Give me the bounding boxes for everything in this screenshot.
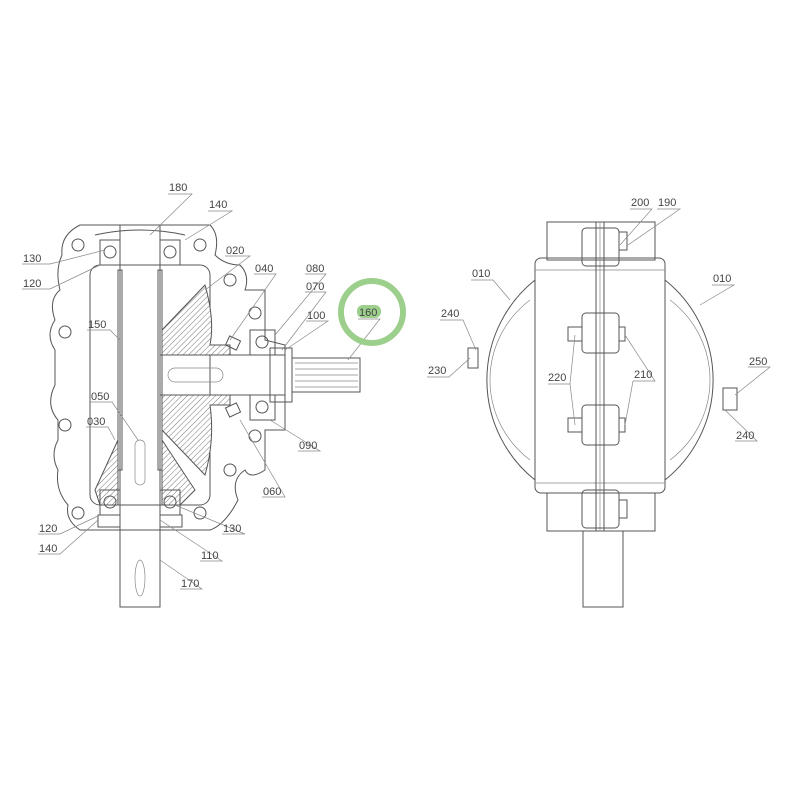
label-100: 100 [307,310,325,322]
label-240-right: 240 [736,430,754,442]
label-220: 220 [548,372,566,384]
label-180: 180 [169,182,187,194]
leader-lines-left [22,193,381,590]
labels-right: 200 190 010 010 240 230 220 210 250 240 [428,197,767,442]
label-200: 200 [631,197,649,209]
label-020: 020 [226,245,244,257]
label-190: 190 [658,197,676,209]
label-130: 130 [23,253,41,265]
side-view [467,221,738,608]
label-250: 250 [749,356,767,368]
label-040: 040 [255,263,273,275]
label-140: 140 [209,199,227,211]
label-160-highlighted[interactable]: 160 [359,307,377,319]
label-060: 060 [263,486,281,498]
label-030: 030 [87,416,105,428]
spline-shaft [291,357,361,393]
label-010-right: 010 [713,273,731,285]
label-240-left: 240 [441,308,459,320]
label-130-bottom: 130 [223,523,241,535]
label-170: 170 [181,578,199,590]
label-070: 070 [306,281,324,293]
clamp-blocks [467,227,738,529]
label-150: 150 [88,319,106,331]
label-230: 230 [428,365,446,377]
label-210: 210 [634,369,652,381]
label-120-bottom: 120 [39,523,57,535]
label-050: 050 [91,391,109,403]
highlight-badge [357,305,381,318]
section-view [49,224,361,608]
label-120: 120 [23,278,41,290]
label-140-bottom: 140 [39,543,57,555]
labels-left: 180 140 130 120 020 040 080 070 100 160 … [23,182,406,590]
highlight-circle [338,278,406,346]
label-010-left: 010 [472,268,490,280]
label-110: 110 [201,550,219,562]
leader-lines-right [427,208,771,442]
label-090: 090 [299,440,317,452]
label-080: 080 [306,263,324,275]
